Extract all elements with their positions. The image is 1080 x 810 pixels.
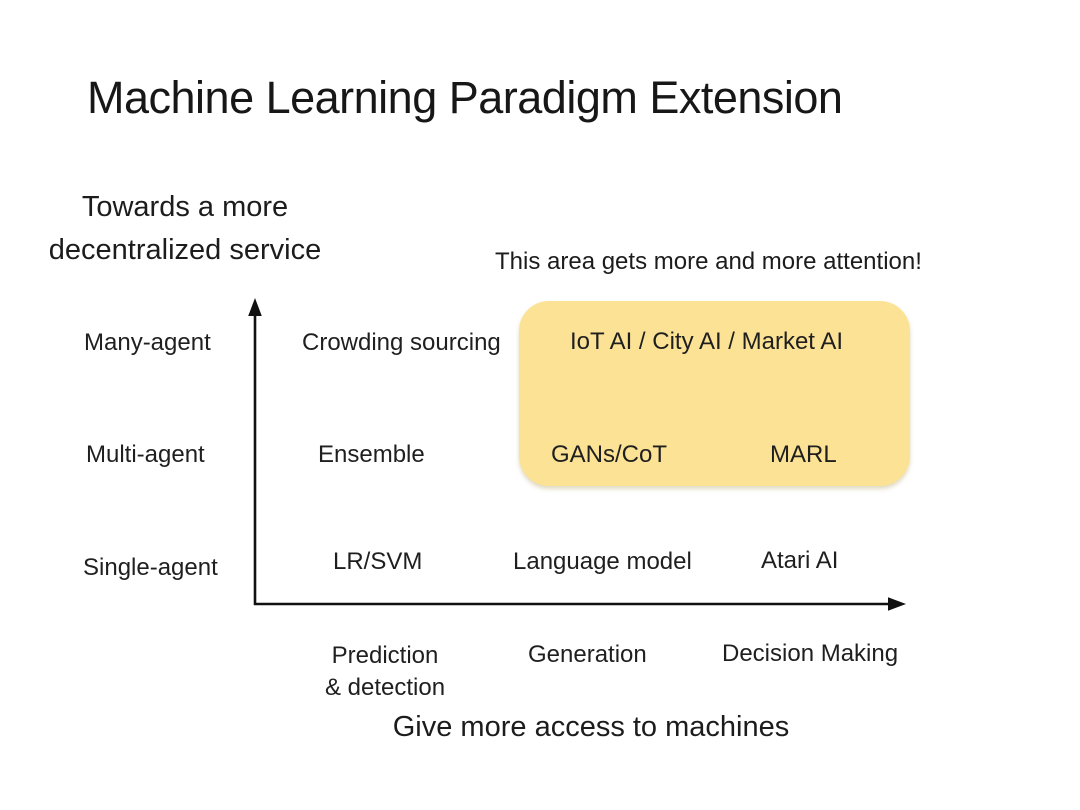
y-label-many-agent: Many-agent: [84, 329, 211, 356]
cell-atari-ai: Atari AI: [761, 547, 839, 574]
cell-marl: MARL: [770, 441, 837, 468]
y-axis-arrow-icon: [248, 298, 262, 316]
x-axis-caption: Give more access to machines: [392, 711, 790, 743]
cell-ensemble: Ensemble: [318, 441, 425, 468]
cell-language-model: Language model: [513, 548, 692, 575]
x-label-decision-making: Decision Making: [722, 640, 899, 667]
cell-lr-svm: LR/SVM: [333, 548, 423, 575]
slide-title: Machine Learning Paradigm Extension: [87, 72, 843, 123]
x-label-prediction-line1: Prediction: [331, 642, 439, 669]
x-axis-arrow-icon: [888, 597, 906, 611]
y-axis-caption-line1: Towards a more: [81, 191, 289, 223]
y-label-multi-agent: Multi-agent: [86, 441, 205, 468]
cell-crowding-sourcing: Crowding sourcing: [302, 329, 501, 356]
y-label-single-agent: Single-agent: [83, 554, 218, 581]
attention-annotation: This area gets more and more attention!: [495, 248, 922, 275]
x-label-prediction-line2: & detection: [324, 674, 446, 701]
y-axis-caption: Towards a more decentralized service: [20, 186, 350, 272]
x-label-generation: Generation: [528, 641, 647, 668]
cell-gans-cot: GANs/CoT: [551, 441, 668, 468]
y-axis-caption-line2: decentralized service: [48, 234, 322, 266]
cell-iot-city-market-ai: IoT AI / City AI / Market AI: [570, 328, 843, 355]
highlight-area: [519, 301, 910, 486]
x-label-prediction-detection: Prediction & detection: [305, 640, 465, 704]
